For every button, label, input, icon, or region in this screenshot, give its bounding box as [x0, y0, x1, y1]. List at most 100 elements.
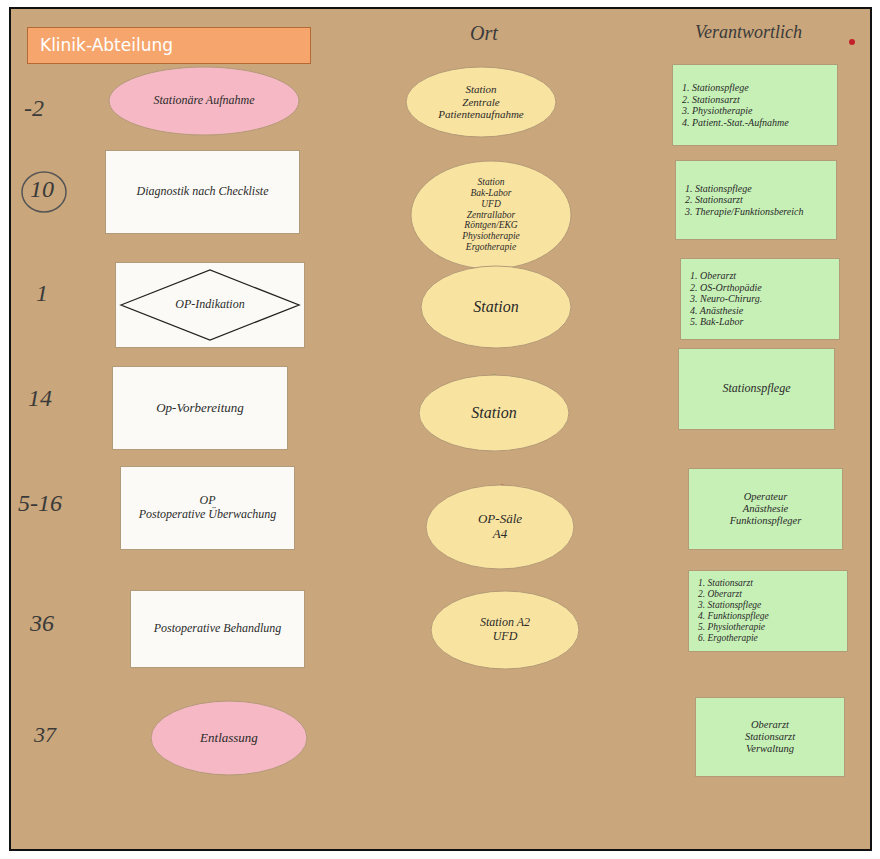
header-title: Klinik-Abteilung	[27, 27, 311, 64]
node-content: Postoperative Behandlung	[140, 590, 295, 668]
node-text: 2. Stationsarzt	[682, 94, 828, 106]
node-text: 4. Funktionspflege	[698, 611, 838, 622]
location-ellipse: StationZentrale Patientenaufnahme	[405, 66, 557, 138]
ellipse-shape	[406, 67, 556, 137]
responsible-card: 1. Stationsarzt2. Oberarzt3. Stationspfl…	[688, 570, 848, 652]
step-number: 37	[34, 722, 56, 748]
card-shape	[116, 263, 305, 348]
node-text: Station	[429, 83, 532, 96]
node-text: OP-Indikation	[125, 298, 295, 312]
node-text: 1. Oberarzt	[690, 270, 830, 282]
process-card: Postoperative Behandlung	[130, 590, 305, 668]
node-content: Entlassung	[175, 700, 282, 776]
node-text: Zentrallabor	[436, 210, 546, 221]
node-content: Station A2UFD	[454, 590, 556, 670]
node-content: Op-Vorbereitung	[122, 366, 278, 450]
node-text: Operateur	[698, 491, 833, 503]
node-text: Stationspflege	[688, 382, 825, 396]
ellipse-shape	[431, 591, 579, 669]
node-text: 3. Stationspflege	[698, 600, 838, 611]
node-text: Zentrale Patientenaufnahme	[429, 96, 532, 121]
node-text: OP	[130, 494, 285, 508]
ellipse-shape	[419, 375, 569, 451]
step-number: 36	[30, 610, 54, 637]
node-text: Verwaltung	[705, 743, 835, 755]
location-ellipse: OP-SäleA4	[425, 484, 575, 570]
node-content: Station	[444, 265, 547, 349]
node-text: OP-Säle	[449, 512, 551, 527]
card-shape	[689, 571, 848, 652]
node-text: Station	[436, 177, 546, 188]
step-number: 10	[30, 176, 54, 203]
node-text: 1. Stationsarzt	[698, 578, 838, 589]
node-text: Postoperative Behandlung	[140, 622, 295, 636]
start-ellipse: Stationäre Aufnahme	[108, 66, 300, 136]
node-text: 6. Ergotherapie	[698, 633, 838, 644]
node-content: 1. Oberarzt2. OS-Orthopädie3. Neuro-Chir…	[690, 258, 830, 340]
card-shape	[681, 259, 840, 340]
location-ellipse: StationBak-LaborUFDZentrallaborRöntgen/E…	[410, 160, 572, 270]
node-content: Station	[442, 374, 545, 452]
node-text: Stationsarzt	[705, 731, 835, 743]
node-text: Physiotherapie	[436, 231, 546, 242]
ellipse-shape	[151, 701, 307, 775]
card-shape	[106, 151, 300, 234]
responsible-card: 1. Stationspflege2. Stationsarzt3. Physi…	[672, 64, 838, 146]
node-content: 1. Stationspflege2. Stationsarzt3. Physi…	[682, 64, 828, 146]
node-text: Entlassung	[175, 731, 282, 746]
responsible-card: OberarztStationsarztVerwaltung	[695, 697, 845, 777]
node-text: Stationäre Aufnahme	[139, 94, 270, 108]
node-text: Station	[444, 298, 547, 316]
card-shape	[696, 698, 845, 777]
node-content: OP-SäleA4	[449, 484, 551, 570]
card-shape	[113, 367, 288, 450]
node-text: 3. Physiotherapie	[682, 105, 828, 117]
node-content: StationZentrale Patientenaufnahme	[429, 66, 532, 138]
process-card: Diagnostik nach Checkliste	[105, 150, 300, 234]
end-ellipse: Entlassung	[150, 700, 308, 776]
number-circle	[22, 172, 66, 212]
responsible-card: 1. Stationspflege2. Stationsarzt3. Thera…	[675, 160, 837, 240]
node-text: Station A2	[454, 616, 556, 630]
responsible-card: 1. Oberarzt2. OS-Orthopädie3. Neuro-Chir…	[680, 258, 840, 340]
node-text: 2. OS-Orthopädie	[690, 282, 830, 294]
node-text: Oberarzt	[705, 719, 835, 731]
push-pin	[849, 39, 855, 45]
node-content: Stationäre Aufnahme	[139, 66, 270, 136]
node-text: 5. Bak-Labor	[690, 316, 830, 328]
process-card: Op-Vorbereitung	[112, 366, 288, 450]
card-shape	[673, 65, 838, 146]
node-text: 3. Neuro-Chirurg.	[690, 293, 830, 305]
node-text: 5. Physiotherapie	[698, 622, 838, 633]
card-shape	[676, 161, 837, 240]
node-text: UFD	[436, 199, 546, 210]
responsible-card: Stationspflege	[678, 348, 835, 430]
node-content: OPPostoperative Überwachung	[130, 466, 285, 550]
decision-diamond	[121, 270, 299, 340]
ellipse-shape	[109, 67, 299, 135]
node-text: Anästhesie	[698, 503, 833, 515]
node-content: OperateurAnästhesieFunktionspfleger	[698, 468, 833, 550]
node-text: Röntgen/EKG	[436, 220, 546, 231]
node-content: 1. Stationsarzt2. Oberarzt3. Stationspfl…	[698, 570, 838, 652]
node-text: Op-Vorbereitung	[122, 401, 278, 416]
decision-card: OP-Indikation	[115, 262, 305, 348]
node-text: 1. Stationspflege	[682, 82, 828, 94]
step-number: 5-16	[18, 490, 62, 517]
node-text: 4. Patient.-Stat.-Aufnahme	[682, 117, 828, 129]
column-header: Ort	[470, 22, 498, 45]
location-ellipse: Station	[420, 265, 572, 349]
process-card: OPPostoperative Überwachung	[120, 466, 295, 550]
responsible-card: OperateurAnästhesieFunktionspfleger	[688, 468, 843, 550]
node-text: 2. Stationsarzt	[685, 194, 827, 206]
card-shape	[689, 469, 843, 550]
step-number: 14	[28, 385, 52, 412]
node-content: 1. Stationspflege2. Stationsarzt3. Thera…	[685, 160, 827, 240]
node-text: Bak-Labor	[436, 188, 546, 199]
node-text: 2. Oberarzt	[698, 589, 838, 600]
node-text: 1. Stationspflege	[685, 183, 827, 195]
node-text: Postoperative Überwachung	[130, 508, 285, 522]
node-content: Diagnostik nach Checkliste	[115, 150, 290, 234]
node-content: Stationspflege	[688, 348, 825, 430]
